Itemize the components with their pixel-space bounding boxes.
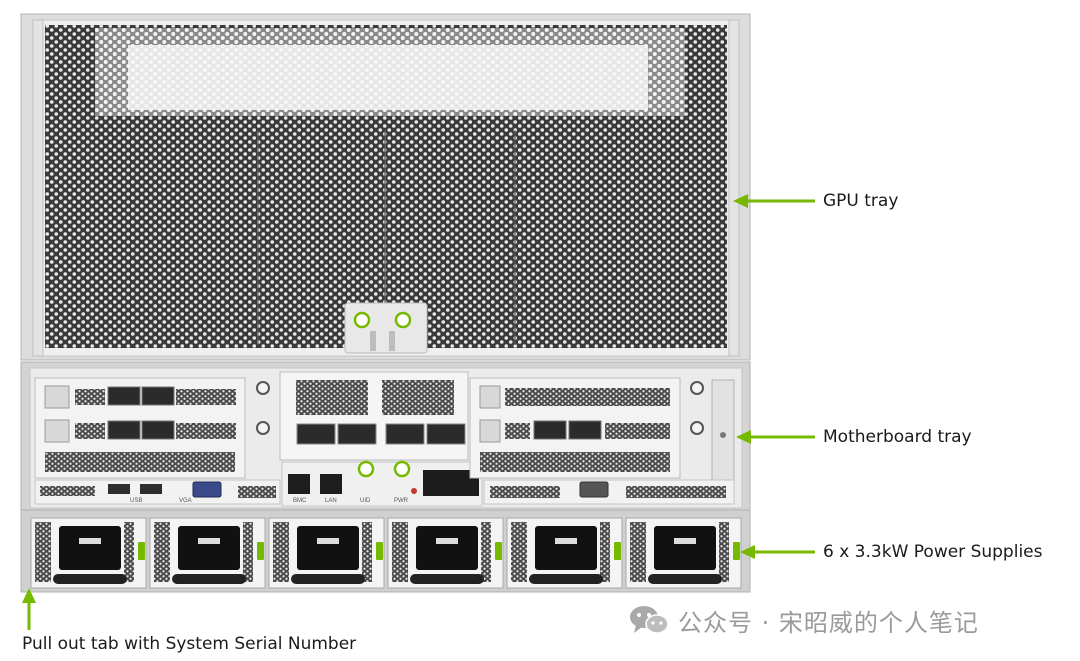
power-supply-handle[interactable] xyxy=(291,574,365,584)
power-supply-left-vent xyxy=(630,522,646,582)
power-supply-left-vent xyxy=(154,522,170,582)
power-outlet-slot xyxy=(317,538,339,544)
power-supply-right-vent xyxy=(600,522,610,582)
power-outlet-slot xyxy=(674,538,696,544)
power-supply-handle[interactable] xyxy=(172,574,246,584)
power-outlet-slot xyxy=(198,538,220,544)
vga-port[interactable] xyxy=(192,481,222,498)
power-supply-handle[interactable] xyxy=(410,574,484,584)
lan-port[interactable] xyxy=(320,474,342,494)
gpu-tray-arrowhead xyxy=(733,194,748,208)
power-supply-unit xyxy=(387,517,504,589)
power-supplies-label: 6 x 3.3kW Power Supplies xyxy=(823,542,1043,562)
power-supply-release-latch[interactable] xyxy=(376,542,383,560)
motherboard-tray: USB VGA BMC LAN UID PWR xyxy=(20,361,751,511)
power-supply-right-vent xyxy=(719,522,729,582)
power-supply-left-vent xyxy=(35,522,51,582)
power-button[interactable] xyxy=(393,460,411,478)
power-outlet[interactable] xyxy=(535,526,597,570)
power-supply-unit xyxy=(268,517,385,589)
power-supply-release-latch[interactable] xyxy=(257,542,264,560)
bmc-port[interactable] xyxy=(288,474,310,494)
power-supply-release-latch[interactable] xyxy=(614,542,621,560)
power-outlet[interactable] xyxy=(59,526,121,570)
power-outlet-slot xyxy=(436,538,458,544)
wechat-icon xyxy=(630,606,669,634)
power-supply-left-vent xyxy=(511,522,527,582)
bmc-port-label: BMC xyxy=(293,498,307,504)
usb-port-1[interactable] xyxy=(108,484,130,494)
usb-port-2[interactable] xyxy=(140,484,162,494)
power-supplies-arrowhead xyxy=(740,545,755,559)
power-supply-handle[interactable] xyxy=(648,574,722,584)
serial-port[interactable] xyxy=(579,481,609,498)
power-supply-left-vent xyxy=(392,522,408,582)
vga-port-label: VGA xyxy=(179,498,192,504)
power-outlet[interactable] xyxy=(654,526,716,570)
power-outlet[interactable] xyxy=(297,526,359,570)
power-supply-unit xyxy=(506,517,623,589)
power-supply-release-latch[interactable] xyxy=(138,542,145,560)
motherboard-tray-arrowhead xyxy=(736,430,751,444)
gpu-latch-screw-left[interactable] xyxy=(353,311,371,329)
power-supply-handle[interactable] xyxy=(529,574,603,584)
power-outlet-slot xyxy=(79,538,101,544)
power-supply-right-vent xyxy=(243,522,253,582)
reset-button[interactable] xyxy=(411,488,417,494)
lan-port-label: LAN xyxy=(325,498,337,504)
power-outlet-slot xyxy=(555,538,577,544)
power-supply-right-vent xyxy=(481,522,491,582)
power-supply-handle[interactable] xyxy=(53,574,127,584)
power-supply-unit xyxy=(30,517,147,589)
gpu-latch-screw-right[interactable] xyxy=(394,311,412,329)
uid-button[interactable] xyxy=(357,460,375,478)
power-supply-right-vent xyxy=(124,522,134,582)
pull-out-tab-arrowhead xyxy=(22,588,36,603)
uid-button-label: UID xyxy=(360,498,371,504)
gpu-tray-label: GPU tray xyxy=(823,191,899,211)
pull-out-tab-label: Pull out tab with System Serial Number xyxy=(22,634,357,654)
power-outlet[interactable] xyxy=(178,526,240,570)
callout-arrows xyxy=(22,194,815,630)
power-button-label: PWR xyxy=(394,498,409,504)
power-supply-release-latch[interactable] xyxy=(733,542,740,560)
power-supply-unit xyxy=(625,517,742,589)
motherboard-tray-label: Motherboard tray xyxy=(823,427,972,447)
power-supply-left-vent xyxy=(273,522,289,582)
power-supply-right-vent xyxy=(362,522,372,582)
gpu-tray xyxy=(20,13,751,361)
power-supply-release-latch[interactable] xyxy=(495,542,502,560)
usb-port-label: USB xyxy=(130,498,142,504)
watermark: 公众号 · 宋昭威的个人笔记 xyxy=(628,603,979,637)
watermark-text: 公众号 · 宋昭威的个人笔记 xyxy=(678,608,979,637)
power-outlet[interactable] xyxy=(416,526,478,570)
power-supply-unit xyxy=(149,517,266,589)
power-supplies xyxy=(20,509,751,593)
